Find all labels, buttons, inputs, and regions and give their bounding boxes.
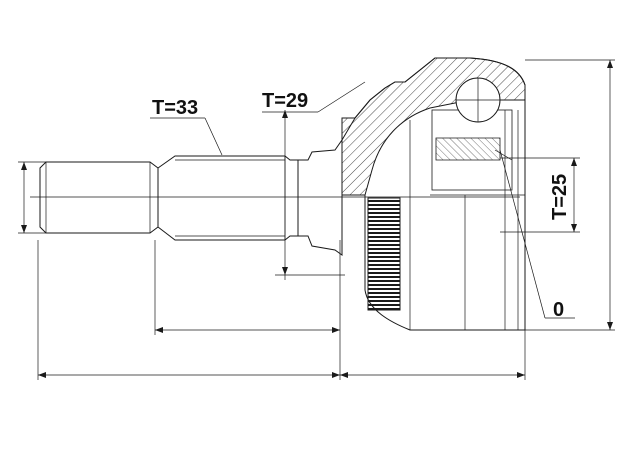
label-stub-teeth: T=33 — [152, 97, 198, 119]
label-spline-teeth: T=29 — [262, 90, 308, 112]
threaded-stub — [39, 161, 159, 234]
dimension-lines — [18, 59, 615, 380]
splined-shaft — [157, 155, 299, 241]
leader-lines — [150, 81, 575, 319]
shaft-neck — [298, 138, 343, 256]
label-abs-ring-value: 0 — [553, 299, 564, 321]
label-abs-ring-teeth: T=25 — [549, 174, 571, 220]
abs-tone-ring — [367, 197, 401, 311]
inner-ball-cage — [431, 77, 513, 191]
